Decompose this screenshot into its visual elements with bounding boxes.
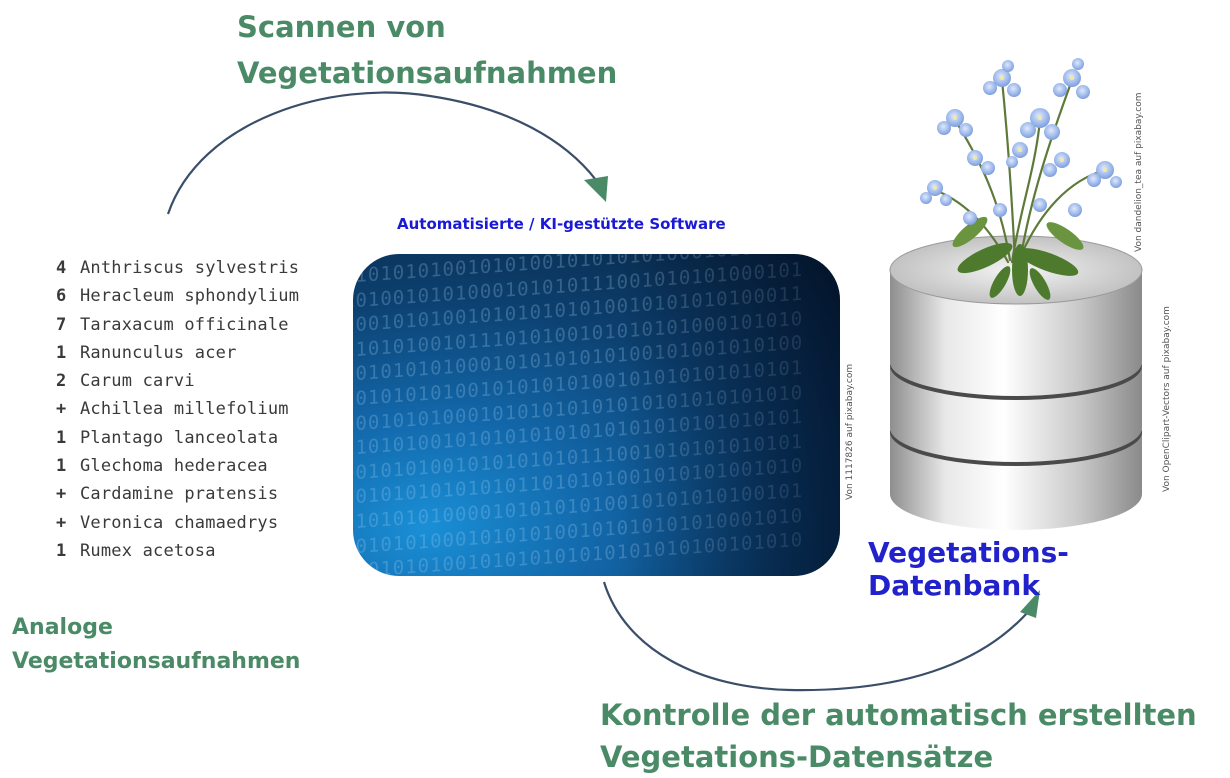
species-row: 7 Taraxacum officinale: [56, 311, 299, 339]
species-count: +: [56, 399, 67, 420]
credit-database: Von OpenClipart-Vectors auf pixabay.com: [1162, 306, 1172, 492]
database-label: Vegetations-Datenbank: [868, 536, 1069, 602]
arrowhead-icon: [584, 176, 608, 202]
species-name: Plantago lanceolata: [80, 427, 279, 448]
forget-me-not-bouquet-icon: [920, 58, 1122, 300]
scan-step-title-line2: Vegetationsaufnahmen: [237, 56, 618, 90]
species-count: +: [56, 484, 67, 505]
species-row: 1 Rumex acetosa: [56, 537, 299, 565]
scan-step-title-line1: Scannen von: [237, 10, 446, 44]
species-name: Anthriscus sylvestris: [80, 258, 300, 278]
species-row: 1 Glechoma hederacea: [56, 452, 299, 480]
species-count: +: [56, 512, 67, 533]
arrowhead-icon: [1020, 590, 1040, 618]
species-row: 1 Ranunculus acer: [56, 339, 299, 367]
analog-records-label-line2: Vegetationsaufnahmen: [12, 649, 301, 674]
species-count: 2: [56, 371, 67, 392]
binary-software-panel: 0101010100101010010101010100010101010101…: [353, 254, 840, 576]
species-count: 1: [56, 540, 67, 561]
species-name: Achillea millefolium: [80, 399, 289, 420]
control-arrow: [602, 581, 1040, 692]
credit-binary: Von 1117826 auf pixabay.com: [845, 363, 855, 500]
scan-step-title: Scannen von Vegetationsaufnahmen: [237, 4, 617, 96]
species-row: 2 Carum carvi: [56, 367, 299, 395]
scan-arrow: [166, 91, 608, 215]
species-count: 1: [56, 342, 67, 363]
species-name: Veronica chamaedrys: [80, 512, 279, 533]
database-cylinder-icon: [889, 235, 1143, 530]
software-label: Automatisierte / KI-gestützte Software: [397, 215, 726, 233]
species-row: 6 Heracleum sphondylium: [56, 282, 299, 310]
control-step-title-line2: Vegetations-Datensätze: [600, 740, 994, 774]
species-row: + Cardamine pratensis: [56, 480, 299, 508]
species-name: Taraxacum officinale: [80, 314, 289, 335]
species-name: Cardamine pratensis: [80, 484, 279, 505]
species-name: Ranunculus acer: [80, 342, 237, 363]
species-row: + Achillea millefolium: [56, 395, 299, 423]
analog-records-label: Analoge Vegetationsaufnahmen: [12, 611, 300, 679]
species-list: 4 Anthriscus sylvestris 6 Heracleum sphondy…: [56, 254, 299, 565]
species-count: 4: [56, 258, 67, 278]
species-row: 4 Anthriscus sylvestris: [56, 254, 299, 282]
species-name: Glechoma hederacea: [80, 456, 268, 477]
species-count: 1: [56, 456, 67, 477]
species-name: Heracleum sphondylium: [80, 286, 300, 307]
species-count: 1: [56, 427, 67, 448]
species-name: Rumex acetosa: [80, 540, 216, 561]
species-row: + Veronica chamaedrys: [56, 509, 299, 537]
analog-records-label-line1: Analoge: [12, 615, 113, 640]
control-step-title-line1: Kontrolle der automatisch erstellten: [600, 698, 1197, 732]
species-count: 6: [56, 286, 67, 307]
credit-flower: Von dandelion_tea auf pixabay.com: [1134, 92, 1144, 252]
control-step-title: Kontrolle der automatisch erstellten Veg…: [600, 694, 1197, 778]
species-name: Carum carvi: [80, 371, 195, 392]
species-count: 7: [56, 314, 67, 335]
species-row: 1 Plantago lanceolata: [56, 424, 299, 452]
